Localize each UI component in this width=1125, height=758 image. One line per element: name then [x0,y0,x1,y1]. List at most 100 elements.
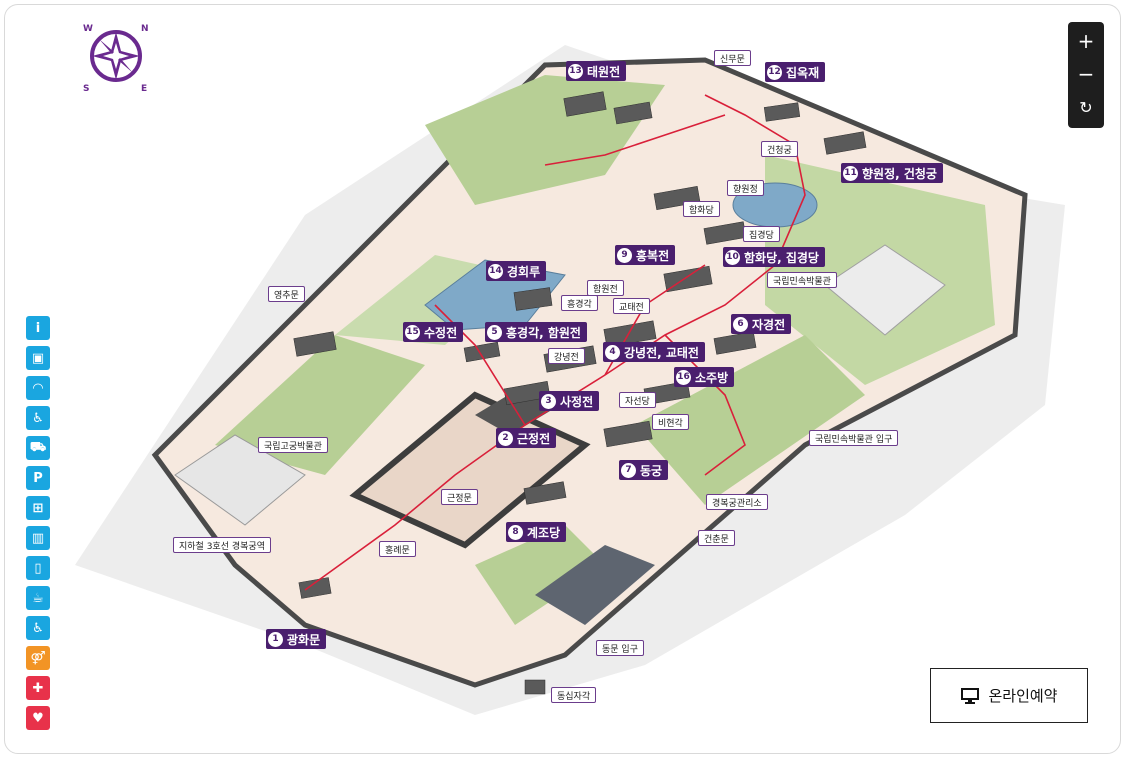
info-icon[interactable]: i [26,316,50,340]
reset-view-button[interactable]: ↻ [1079,97,1093,117]
label-heungnyemun[interactable]: 홍례문 [379,541,416,557]
label-gwanghwamun[interactable]: 1 광화문 [266,629,327,649]
label-jagyeongjeon[interactable]: 6 자경전 [731,314,792,334]
label-geunjeongmun[interactable]: 근정문 [441,489,478,505]
label-number: 15 [405,324,420,340]
compass-south: S [83,84,89,93]
zoom-controls: + − ↻ [1068,22,1104,128]
label-text: 근정전 [517,431,551,446]
label-sinmumun[interactable]: 신무문 [714,50,751,66]
label-folk-museum[interactable]: 국립민속박물관 [767,272,837,288]
gift-shop-icon[interactable]: ⊞ [26,496,50,520]
label-text: 광화문 [287,632,321,647]
online-reservation-button[interactable]: 온라인예약 [930,668,1088,723]
label-hamwonjeon-small[interactable]: 함원전 [587,280,624,296]
label-gyotaejeon-small[interactable]: 교태전 [613,298,650,314]
label-dongsipjagak[interactable]: 동십자각 [551,687,597,703]
label-number: 1 [268,631,283,647]
label-text: 자경전 [752,317,786,332]
label-palace-museum[interactable]: 국립고궁박물관 [258,437,328,453]
label-hyangwonjeong-small[interactable]: 향원정 [727,180,764,196]
parking-icon[interactable]: P [26,466,50,490]
label-geoncheonggung[interactable]: 건청궁 [761,141,798,157]
label-number: 12 [767,64,782,80]
label-jibokjae[interactable]: 12 집옥재 [765,62,826,82]
label-number: 14 [488,263,503,279]
label-heunggyeonggak[interactable]: 5 흥경각, 함원전 [485,322,587,342]
label-number: 5 [487,324,502,340]
lawn-east [635,335,865,505]
label-number: 9 [617,247,632,263]
locker-icon[interactable]: ▥ [26,526,50,550]
label-text: 흥경각, 함원전 [506,325,581,340]
wheelchair-icon[interactable]: ♿ [26,406,50,430]
label-number: 6 [733,316,748,332]
map-canvas[interactable] [5,5,1121,754]
label-gyeonghoeru[interactable]: 14 경회루 [486,261,547,281]
label-geunjeongjeon[interactable]: 2 근정전 [496,428,557,448]
label-text: 향원정, 건청궁 [862,166,937,181]
label-text: 집옥재 [786,65,820,80]
label-subway-station[interactable]: 지하철 3호선 경복궁역 [173,537,271,553]
online-reservation-label: 온라인예약 [988,687,1058,705]
label-text: 태원전 [587,64,621,79]
zoom-out-button[interactable]: − [1077,62,1095,86]
compass-east: E [141,84,147,93]
label-jipgyeongdang-small[interactable]: 집경당 [743,226,780,242]
label-gangnyeongjeon-small[interactable]: 강녕전 [548,348,585,364]
compass-north: N [141,24,149,34]
label-sajeongjeon[interactable]: 3 사정전 [539,391,600,411]
label-management-office[interactable]: 경복궁관리소 [706,494,768,510]
restroom-icon[interactable]: ⚤ [26,646,50,670]
label-sujeongjeon[interactable]: 15 수정전 [403,322,464,342]
label-number: 7 [621,462,636,478]
lawn-south [475,525,605,625]
label-jaseondang[interactable]: 자선당 [619,392,656,408]
aed-icon[interactable]: ♥ [26,706,50,730]
parking-lot [535,545,655,625]
label-sojubang[interactable]: 16 소주방 [674,367,735,387]
stroller-icon[interactable]: ⛟ [26,436,50,460]
label-heunggyeonggak-small[interactable]: 흥경각 [561,295,598,311]
label-number: 16 [676,369,691,385]
label-geonchunmun[interactable]: 건춘문 [698,530,735,546]
first-aid-icon[interactable]: ✚ [26,676,50,700]
label-east-gate-entrance[interactable]: 동문 입구 [596,640,644,656]
audio-guide-icon[interactable]: ◠ [26,376,50,400]
label-number: 4 [605,344,620,360]
label-hamhwadang[interactable]: 10 함화당, 집경당 [723,247,825,267]
facility-legend: i ▣ ◠ ♿ ⛟ P ⊞ ▥ ▯ ☕ ♿ ⚤ ✚ ♥ [26,316,52,736]
label-folk-museum-entrance[interactable]: 국립민속박물관 입구 [809,430,899,446]
label-text: 경회루 [507,264,541,279]
label-text: 사정전 [560,394,594,409]
label-heungbokjeon[interactable]: 9 흥복전 [615,245,676,265]
label-text: 흥복전 [636,248,670,263]
accessible-toilet-icon[interactable]: ♿ [26,616,50,640]
label-number: 10 [725,249,740,265]
cafe-icon[interactable]: ☕ [26,586,50,610]
palace-museum-building [174,434,306,526]
zoom-in-button[interactable]: + [1077,29,1095,53]
water-icon[interactable]: ▯ [26,556,50,580]
folk-museum-building [824,244,946,336]
label-number: 2 [498,430,513,446]
label-yeongchumun[interactable]: 영추문 [268,286,305,302]
label-number: 3 [541,393,556,409]
label-text: 수정전 [424,325,458,340]
label-bihyeongak[interactable]: 비현각 [652,414,689,430]
label-number: 11 [843,165,858,181]
label-text: 함화당, 집경당 [744,250,819,265]
ticket-icon[interactable]: ▣ [26,346,50,370]
label-hyangwonjeong[interactable]: 11 향원정, 건청궁 [841,163,943,183]
label-gyejodang[interactable]: 8 계조당 [506,522,567,542]
monitor-icon [961,687,980,704]
label-donggung[interactable]: 7 동궁 [619,460,669,480]
label-number: 8 [508,524,523,540]
label-text: 소주방 [695,370,729,385]
label-text: 계조당 [527,525,561,540]
label-hamhwadang-small[interactable]: 함화당 [683,201,720,217]
label-text: 동궁 [640,463,663,478]
